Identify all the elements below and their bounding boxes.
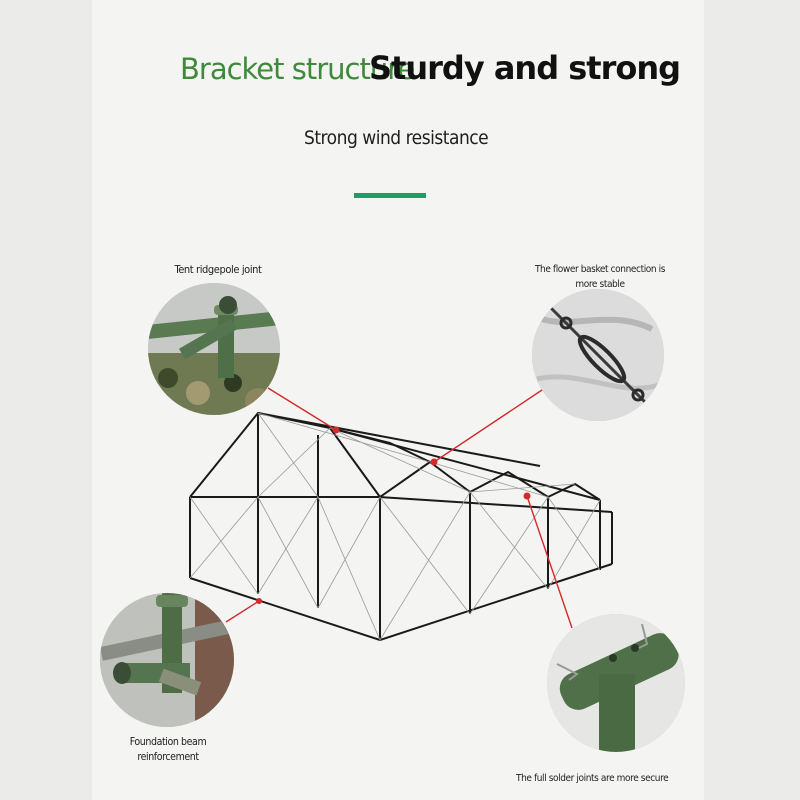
label-flower-basket: The flower basket connection is more sta… xyxy=(514,262,686,292)
solder-joint-photo xyxy=(547,614,685,752)
label-foundation-line2: reinforcement xyxy=(137,751,199,763)
label-flower-basket-line1: The flower basket connection is xyxy=(534,264,666,275)
label-foundation-line1: Foundation beam xyxy=(129,736,207,748)
label-flower-basket-line2: more stable xyxy=(575,279,625,290)
label-ridgepole-joint: Tent ridgepole joint xyxy=(174,263,262,276)
subtitle-wind-resistance: Strong wind resistance xyxy=(304,127,489,149)
title-bracket-structure: Bracket structure xyxy=(180,52,415,86)
accent-divider xyxy=(354,193,426,198)
flower-basket-photo xyxy=(532,289,664,421)
label-foundation-beam: Foundation beam reinforcement xyxy=(108,735,228,765)
title-sturdy-strong: Sturdy and strong xyxy=(369,49,681,87)
ridgepole-joint-photo xyxy=(148,283,280,415)
label-solder-joints: The full solder joints are more secure xyxy=(516,773,669,784)
foundation-beam-photo xyxy=(100,593,234,727)
